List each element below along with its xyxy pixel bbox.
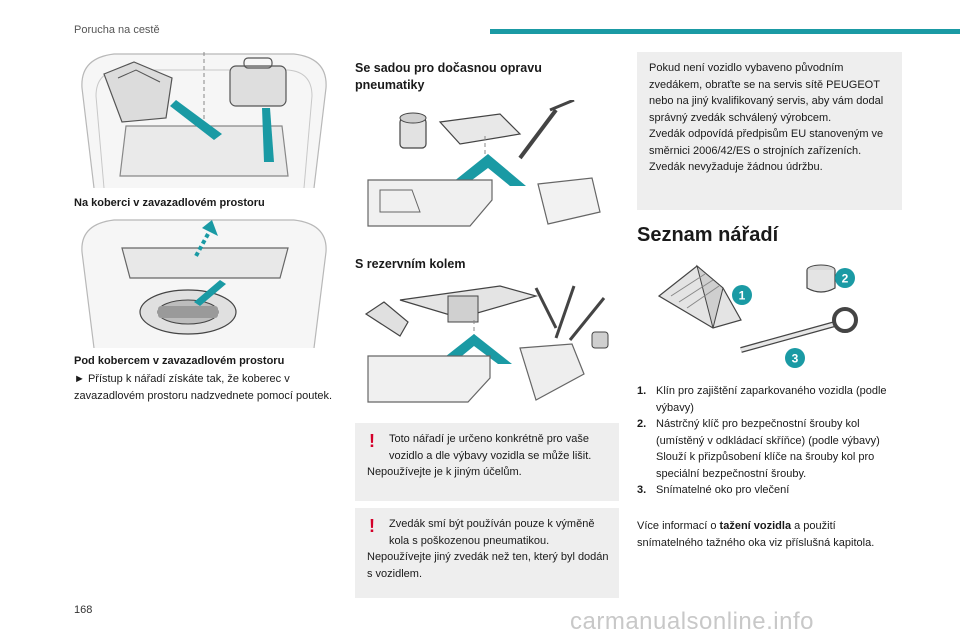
list-item: 2. Nástrčný klíč pro bezpečnostní šrouby… bbox=[637, 418, 880, 480]
info-box-jack: Pokud není vozidlo vybaveno původním zve… bbox=[637, 52, 902, 210]
warning-text-jack: Zvedák smí být používán pouze k výměně k… bbox=[389, 518, 595, 547]
heading-repair-kit: Se sadou pro dočasnou opravu pneumatiky bbox=[355, 61, 542, 92]
warning-icon: ! bbox=[369, 516, 375, 536]
list-item: 3. Snímatelné oko pro vlečení bbox=[637, 484, 790, 496]
running-head: Porucha na cestě bbox=[74, 24, 160, 36]
warning-text-tools: Toto nářadí je určeno konkrétně pro vaše… bbox=[389, 433, 592, 462]
tow-info-text: Více informací o tažení vozidla a použit… bbox=[637, 520, 875, 549]
badge-2: 2 bbox=[842, 272, 849, 286]
badge-2-shape bbox=[835, 268, 855, 288]
warning-box-tools: ! Toto nářadí je určeno konkrétně pro va… bbox=[355, 423, 619, 501]
badge-3: 3 bbox=[792, 352, 799, 366]
list-item: 1. Klín pro zajištění zaparkovaného vozi… bbox=[637, 385, 887, 414]
trunk-illustration-under-carpet bbox=[74, 216, 334, 348]
warning-text-jack-only: Nepoužívejte jiný zvedák než ten, který … bbox=[367, 551, 609, 580]
warning-text-tools-usage: Nepoužívejte je k jiným účelům. bbox=[367, 466, 522, 478]
warning-icon: ! bbox=[369, 431, 375, 451]
trunk-illustration-on-carpet bbox=[74, 48, 334, 188]
info-text-dealer: Pokud není vozidlo vybaveno původním zve… bbox=[649, 62, 884, 124]
watermark: carmanualsonline.info bbox=[570, 608, 814, 635]
header-accent-bar bbox=[490, 29, 960, 34]
badge-1: 1 bbox=[739, 289, 746, 303]
caption-under-carpet: Pod kobercem v zavazadlovém prostoru bbox=[74, 355, 285, 367]
page-number: 168 bbox=[74, 604, 93, 616]
caption-on-carpet: Na koberci v zavazadlovém prostoru bbox=[74, 197, 265, 209]
tool-list-illustration: 1 2 3 bbox=[645, 258, 875, 373]
section-title-tools: Seznam nářadí bbox=[637, 224, 779, 246]
instruction-text: ► Přístup k nářadí získáte tak, že kober… bbox=[74, 373, 333, 402]
badge-3-shape bbox=[785, 348, 805, 368]
warning-box-jack: ! Zvedák smí být používán pouze k výměně… bbox=[355, 508, 619, 598]
tool-list: 1. Klín pro zajištění zaparkovaného vozi… bbox=[637, 383, 902, 499]
repair-kit-illustration bbox=[360, 100, 610, 240]
info-text-eu: Zvedák odpovídá předpisům EU stanoveným … bbox=[649, 128, 884, 157]
heading-spare-wheel: S rezervním kolem bbox=[355, 257, 466, 271]
info-text-maintenance: Zvedák nevyžaduje žádnou údržbu. bbox=[649, 161, 823, 173]
badge-1-shape bbox=[732, 285, 752, 305]
spare-wheel-tools-illustration bbox=[360, 278, 610, 408]
